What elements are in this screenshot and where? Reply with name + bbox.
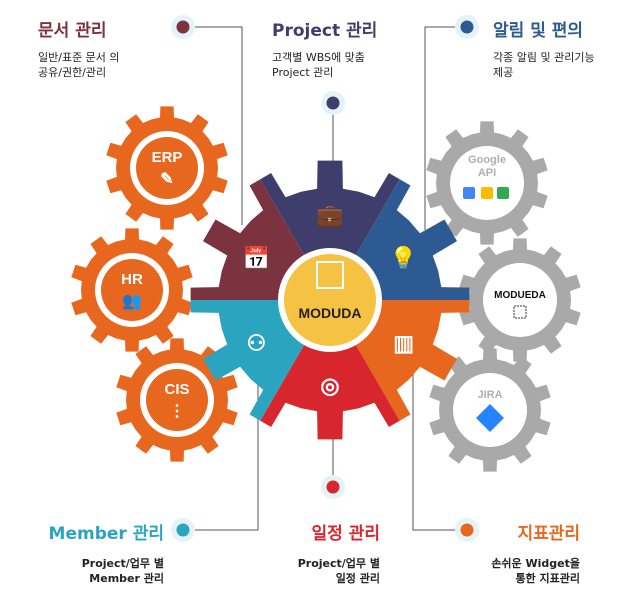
gear-center (136, 137, 198, 199)
gear-label: Google (468, 154, 506, 166)
gear-label: CIS (164, 381, 189, 398)
gear-label: HR (121, 271, 143, 288)
center-hub (284, 254, 376, 346)
center-gear-segment (190, 160, 330, 300)
moduda-logo-icon (316, 261, 344, 289)
hierarchy-icon: ⋮ (169, 403, 185, 420)
feature-dot (460, 20, 474, 34)
center-label: MODUDA (299, 305, 362, 321)
feature-dot (326, 96, 340, 110)
feature-dot (176, 20, 190, 34)
segment-icon: ◎ (320, 373, 339, 398)
chip-icon (513, 305, 527, 319)
center-gear-segment (330, 300, 470, 440)
connector-line (183, 26, 243, 225)
gear-center (146, 369, 208, 431)
project-mgmt-title: Project 관리 (272, 21, 378, 41)
connector-line (412, 340, 467, 531)
feature-dot (176, 523, 190, 537)
gear-label: API (478, 167, 496, 179)
segment-icon: ▥ (393, 331, 414, 356)
gear-center (101, 259, 163, 321)
people-icon: 👥 (122, 293, 142, 310)
google-app-icon (463, 187, 475, 199)
gear-label: ERP (152, 149, 183, 166)
gear-label: JIRA (477, 389, 502, 401)
google-app-icon (481, 187, 493, 199)
segment-icon: 💼 (316, 203, 343, 228)
connector-line (424, 26, 467, 230)
gear-label: MODUEDA (494, 290, 546, 301)
gear-hub (450, 146, 524, 220)
notification-title: 알림 및 편의 (493, 21, 584, 41)
feature-dot (460, 523, 474, 537)
segment-icon: 📅 (243, 246, 270, 271)
feature-dot (326, 480, 340, 494)
center-gear-segment (190, 300, 330, 440)
gear-hub (483, 263, 557, 337)
center-gear-segment (330, 160, 470, 300)
doc-mgmt-title: 문서 관리 (38, 21, 107, 41)
jira-icon (476, 404, 504, 432)
google-app-icon (497, 187, 509, 199)
segment-icon: ⚇ (247, 331, 267, 356)
document-icon: ✎ (160, 171, 173, 188)
segment-icon: 💡 (390, 246, 417, 271)
member-mgmt-title: Member 관리 (48, 524, 164, 544)
metrics-mgmt-title: 지표관리 (517, 524, 580, 544)
schedule-mgmt-title: 일정 관리 (311, 524, 380, 544)
